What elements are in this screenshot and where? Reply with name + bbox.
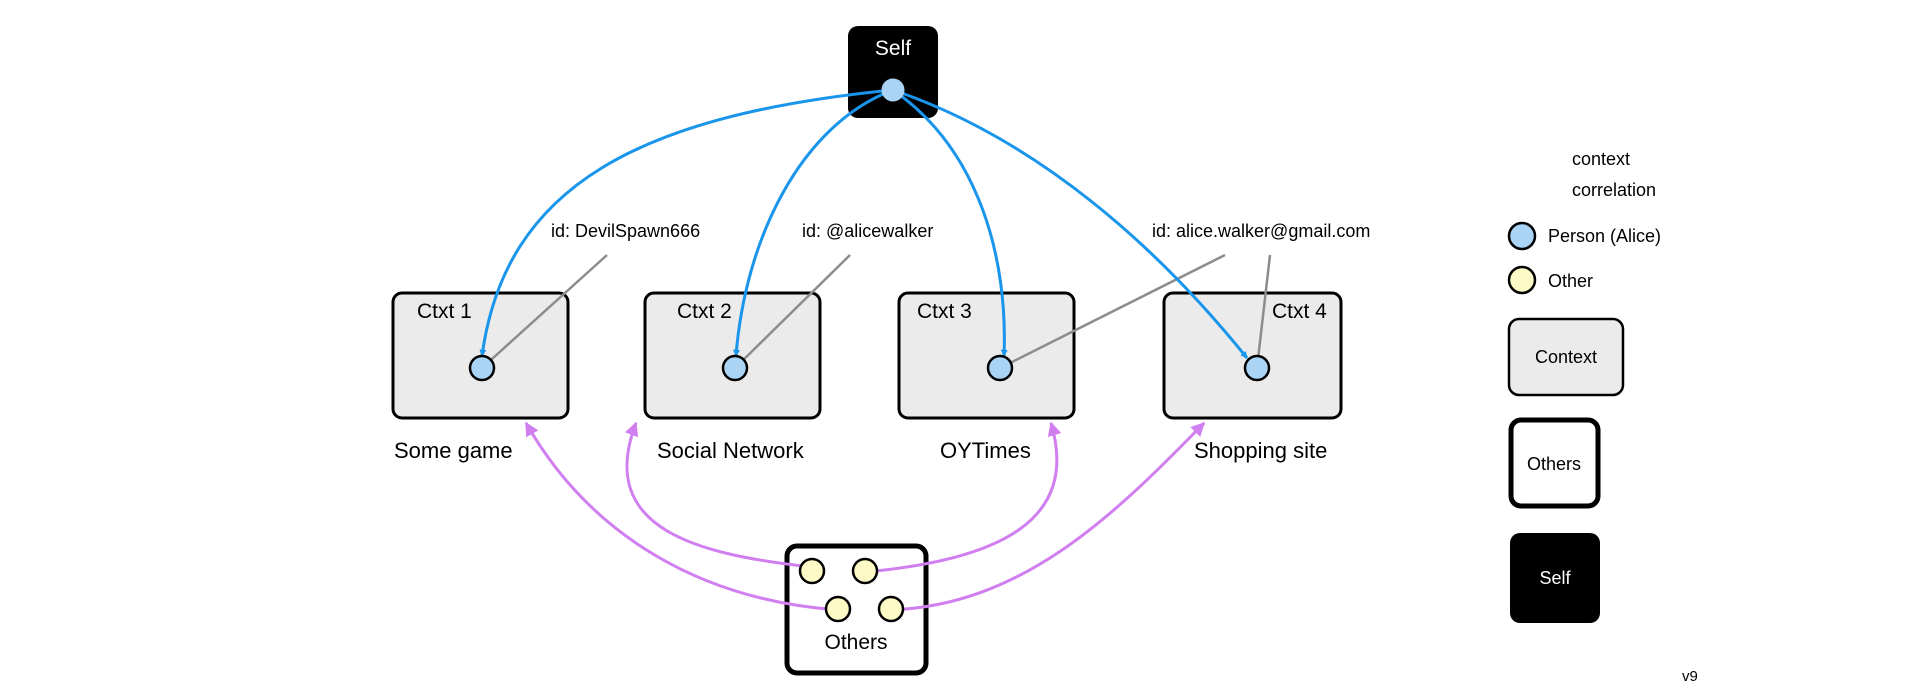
- id-label-devilspawn: id: DevilSpawn666: [551, 221, 700, 241]
- identity-arrow-ctxt-2: [733, 88, 894, 357]
- context-tag: Ctxt 1: [417, 300, 472, 323]
- legend-person-label: Person (Alice): [1548, 226, 1661, 246]
- id-label-alicewalker: id: @alicewalker: [802, 221, 933, 241]
- identity-arrow-ctxt-3: [892, 88, 1008, 357]
- legend-person-swatch: [1507, 221, 1537, 251]
- legend-title-line-1: context: [1572, 149, 1630, 169]
- person-node-ctxt-2: [721, 354, 749, 382]
- others-arrows: [524, 421, 1206, 612]
- version-label: v9: [1682, 668, 1698, 685]
- context-name-some-game: Some game: [394, 438, 513, 463]
- legend-other-swatch: [1507, 265, 1537, 295]
- identity-arrow-ctxt-1: [479, 88, 894, 357]
- other-node: [877, 595, 905, 623]
- person-nodes: [468, 354, 1271, 382]
- self-box: Self: [848, 26, 938, 118]
- person-node-ctxt-1: [468, 354, 496, 382]
- others-arrow-ctxt-2: [624, 421, 813, 569]
- context-tag: Ctxt 2: [677, 300, 732, 323]
- other-node: [851, 557, 879, 585]
- other-nodes: [798, 557, 905, 623]
- others-arrow-ctxt-1: [524, 421, 839, 612]
- legend: context correlation Person (Alice) Other…: [1507, 149, 1661, 623]
- other-node: [798, 557, 826, 585]
- person-node-ctxt-4: [1243, 354, 1271, 382]
- context-name-shopping-site: Shopping site: [1194, 438, 1327, 463]
- id-leader-line-2: [734, 254, 851, 369]
- legend-title-line-2: correlation: [1572, 180, 1656, 200]
- id-leader-line-1: [481, 254, 608, 369]
- id-label-email: id: alice.walker@gmail.com: [1152, 221, 1370, 241]
- context-name-social-network: Social Network: [657, 438, 805, 463]
- context-box-3: Ctxt 3: [897, 291, 1076, 420]
- person-node-ctxt-3: [986, 354, 1014, 382]
- context-name-oytimes: OYTimes: [940, 438, 1031, 463]
- id-leader-line-4: [1255, 254, 1272, 369]
- legend-other-label: Other: [1548, 271, 1593, 291]
- context-box-4: Ctxt 4: [1162, 291, 1343, 420]
- id-leader-lines: [481, 253, 1272, 370]
- legend-others-label: Others: [1527, 454, 1581, 474]
- others-arrow-ctxt-4: [890, 421, 1206, 612]
- legend-context-label: Context: [1535, 347, 1597, 367]
- id-leader-line-3: [999, 253, 1226, 370]
- identity-arrow-ctxt-4: [892, 88, 1249, 359]
- person-node-self: [881, 78, 905, 102]
- others-arrow-ctxt-3: [864, 421, 1062, 574]
- identity-arrows: [479, 88, 1249, 359]
- others-label: Others: [824, 631, 887, 654]
- self-label: Self: [875, 37, 911, 60]
- legend-others-swatch: [1508, 417, 1601, 509]
- legend-self-swatch: [1510, 533, 1600, 623]
- legend-self-label: Self: [1539, 568, 1571, 588]
- other-node: [824, 595, 852, 623]
- context-tag: Ctxt 4: [1272, 300, 1327, 323]
- legend-context-swatch: [1507, 317, 1625, 397]
- context-tag: Ctxt 3: [917, 300, 972, 323]
